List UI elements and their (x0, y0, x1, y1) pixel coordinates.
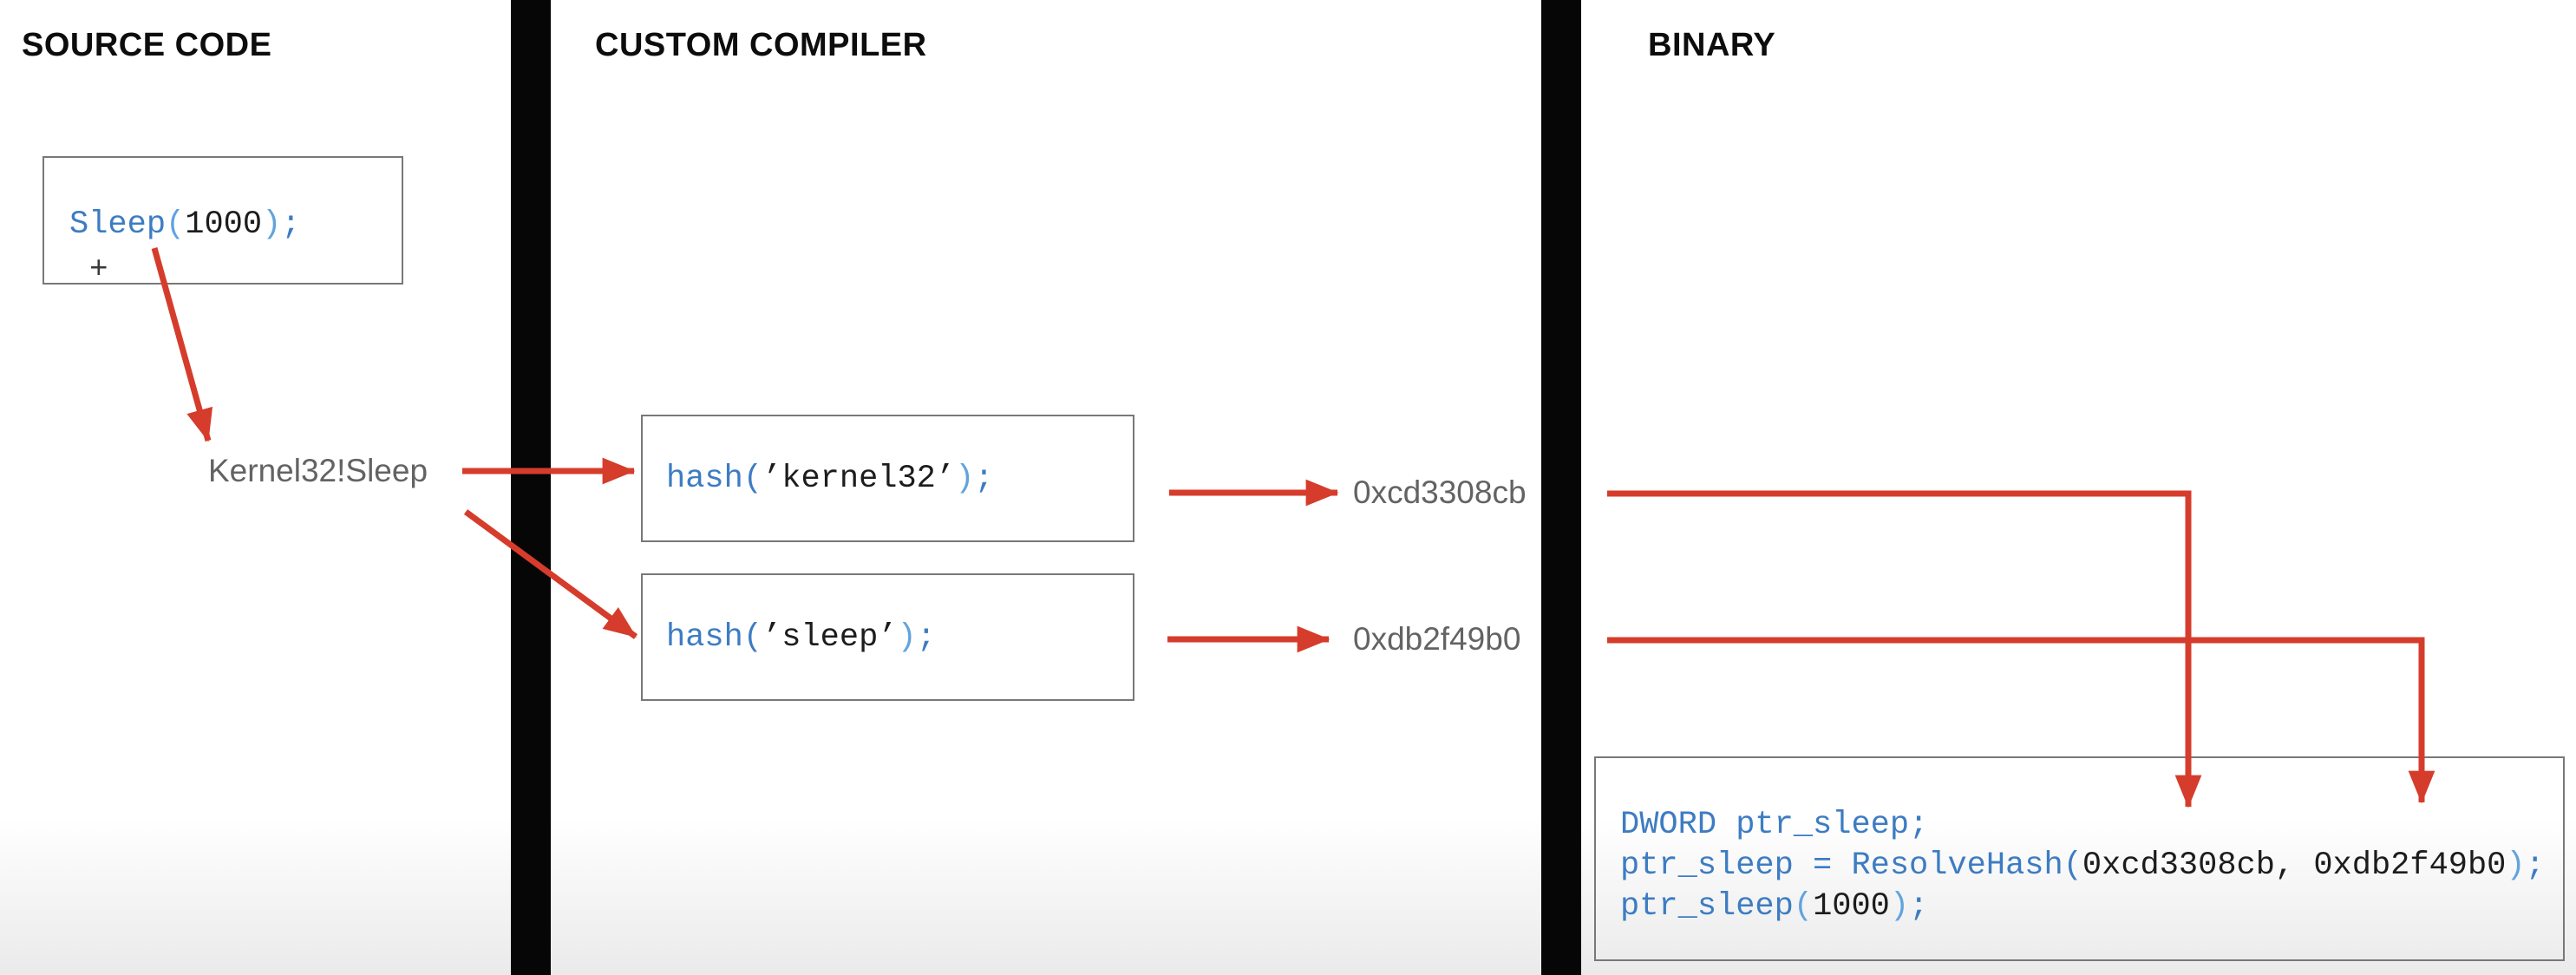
arrow-symbol-to-hash-sleep (463, 509, 638, 639)
hash-kernel32-box: hash(’kernel32’); (641, 415, 1134, 542)
hash-value-kernel32: 0xcd3308cb (1353, 474, 1527, 510)
hash-sleep-box: hash(’sleep’); (641, 573, 1134, 701)
sleep-call-code-line: Sleep(1000); (69, 206, 301, 243)
column-divider-1 (511, 0, 551, 975)
plus-sign: + (89, 252, 108, 287)
hash-kernel32-code-line: hash(’kernel32’); (666, 461, 994, 497)
hash-value-sleep: 0xdb2f49b0 (1353, 621, 1521, 657)
column-divider-2 (1541, 0, 1581, 975)
resolved-symbol-label: Kernel32!Sleep (208, 453, 428, 488)
binary-code-block: DWORD ptr_sleep; ptr_sleep = ResolveHash… (1620, 805, 2545, 927)
binary-code-line-2: ptr_sleep = ResolveHash(0xcd3308cb, 0xdb… (1620, 847, 2545, 884)
column-header-custom-compiler: CUSTOM COMPILER (595, 27, 927, 63)
sleep-call-box: Sleep(1000); + (42, 156, 403, 287)
binary-code-line-1: DWORD ptr_sleep; (1620, 807, 1929, 843)
binary-code-box: DWORD ptr_sleep; ptr_sleep = ResolveHash… (1594, 756, 2565, 961)
column-header-source-code: SOURCE CODE (22, 27, 272, 63)
hash-sleep-code-line: hash(’sleep’); (666, 619, 936, 656)
column-header-binary: BINARY (1648, 27, 1776, 63)
binary-code-line-3: ptr_sleep(1000); (1620, 888, 1929, 925)
